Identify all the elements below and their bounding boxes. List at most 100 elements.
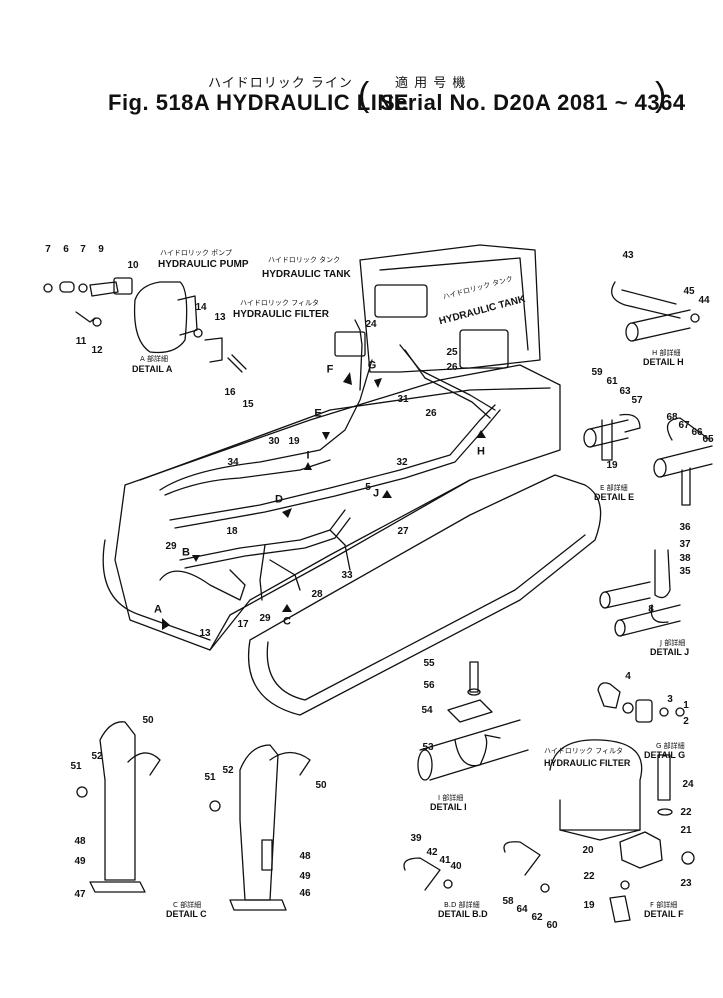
gfilter-label: HYDRAULIC FILTER [544,758,631,768]
detail-i-bracket [447,699,493,723]
pump-label: HYDRAULIC PUMP [158,259,249,270]
part-number-18: 18 [226,526,238,537]
part-number-19a: 19 [288,436,300,447]
part-number-31: 31 [397,394,409,405]
part-number-50a: 50 [142,715,154,726]
part-number-62: 62 [531,912,543,923]
part-number-32: 32 [396,457,408,468]
part-number-52a: 52 [91,751,103,762]
detail-d-bolt [261,839,273,871]
detail-g-caption-jp: G 部詳細 [656,742,685,750]
part-number-24a: 24 [365,319,377,330]
part-number-44: 44 [698,295,710,306]
detail-d-ubolt [269,751,311,776]
part-number-29b: 29 [259,613,271,624]
part-number-66: 66 [691,427,703,438]
part-number-13a: 13 [214,312,226,323]
machine-frame-side [209,479,471,651]
view-letter-f: F [326,363,334,376]
part-number-36: 36 [679,522,691,533]
tank-label-jp: ハイドロリック タンク [268,256,341,264]
detail-i-bolt [469,661,479,693]
part-12-washer [92,317,102,327]
part-number-46: 46 [299,888,311,899]
part-number-5: 5 [365,482,371,493]
hydraulic-line-main-1 [169,404,496,521]
part-number-1: 1 [683,700,689,711]
detail-d-bracket [239,744,279,901]
detail-j-caption-jp: J 部詳細 [660,639,686,647]
detail-bd-ubolt-1 [403,857,441,891]
detail-c-caption-jp: C 部詳細 [173,901,202,909]
detail-e-caption: DETAIL E [594,492,635,502]
part-11-screw [75,311,96,323]
view-letter-e: E [314,407,322,420]
view-arrow-a [162,618,170,630]
view-arrow-f [343,372,352,385]
detail-j-pipe-2-end [614,619,626,637]
part-number-12: 12 [91,345,103,356]
detail-c-ubolt [127,752,161,776]
part-number-35: 35 [679,566,691,577]
detail-i-caption: DETAIL I [430,802,467,812]
view-letter-d: D [275,493,283,506]
view-arrow-c [282,604,292,612]
part-number-24b: 24 [682,779,694,790]
part-number-6: 6 [63,244,69,255]
pump-nipple [227,354,247,373]
part-number-60: 60 [546,920,558,931]
part-number-50b: 50 [315,780,327,791]
part-number-57: 57 [631,395,643,406]
view-letter-b: B [182,546,190,559]
part-number-2: 2 [683,716,689,727]
detail-c-caption: DETAIL C [166,909,207,919]
view-letter-j: J [372,487,380,500]
detail-e-ubolt-1 [619,413,641,433]
part-number-53: 53 [422,742,434,753]
part-number-4: 4 [625,671,631,682]
part-number-49a: 49 [74,856,86,867]
part-number-51b: 51 [204,772,216,783]
detail-f-caption-jp: F 部詳細 [650,901,678,909]
part-number-40: 40 [450,861,462,872]
part-number-56: 56 [423,680,435,691]
serial-jp: 適 用 号 機 [395,76,467,91]
part-number-64: 64 [516,904,528,915]
part-10-flange [113,277,133,295]
tank-block-upper [374,284,428,318]
pump-body [133,281,188,354]
title-jp: ハイドロリック ライン [208,76,353,91]
detail-h-nut [690,313,700,323]
part-7-nut [43,283,53,293]
filter-label: HYDRAULIC FILTER [233,309,329,320]
detail-bd-nut-2 [540,883,550,893]
detail-e-pipe-1-end [583,428,597,448]
open-paren: ( [358,76,370,114]
detail-bd-caption-jp: B.D 部詳細 [444,901,480,909]
part-number-65: 65 [702,434,714,445]
detail-e-pipe-1 [589,419,629,448]
part-number-51a: 51 [70,761,82,772]
part-number-67: 67 [678,420,690,431]
detail-f-bolt [657,754,671,801]
part-number-19c: 19 [583,900,595,911]
detail-e-clip-1 [601,419,613,461]
rear-housing [359,244,541,373]
part-number-13b: 13 [199,628,211,639]
pump-elbow [204,337,223,363]
hydraulic-line-main-2 [174,409,501,529]
crawler-track-inner [266,534,586,701]
detail-f-caption: DETAIL F [644,909,684,919]
part-number-9: 9 [98,244,104,255]
serial-range: Serial No. D20A 2081 ~ 4364 [380,90,686,115]
part-number-20: 20 [582,845,594,856]
part-number-33: 33 [341,570,353,581]
part-number-45: 45 [683,286,695,297]
filter-block [334,331,366,357]
part-number-61: 61 [606,376,618,387]
filter-base [559,829,641,841]
part-number-28: 28 [311,589,323,600]
detail-i-pipe-end [417,749,433,781]
hydraulic-line-34 [164,459,331,496]
